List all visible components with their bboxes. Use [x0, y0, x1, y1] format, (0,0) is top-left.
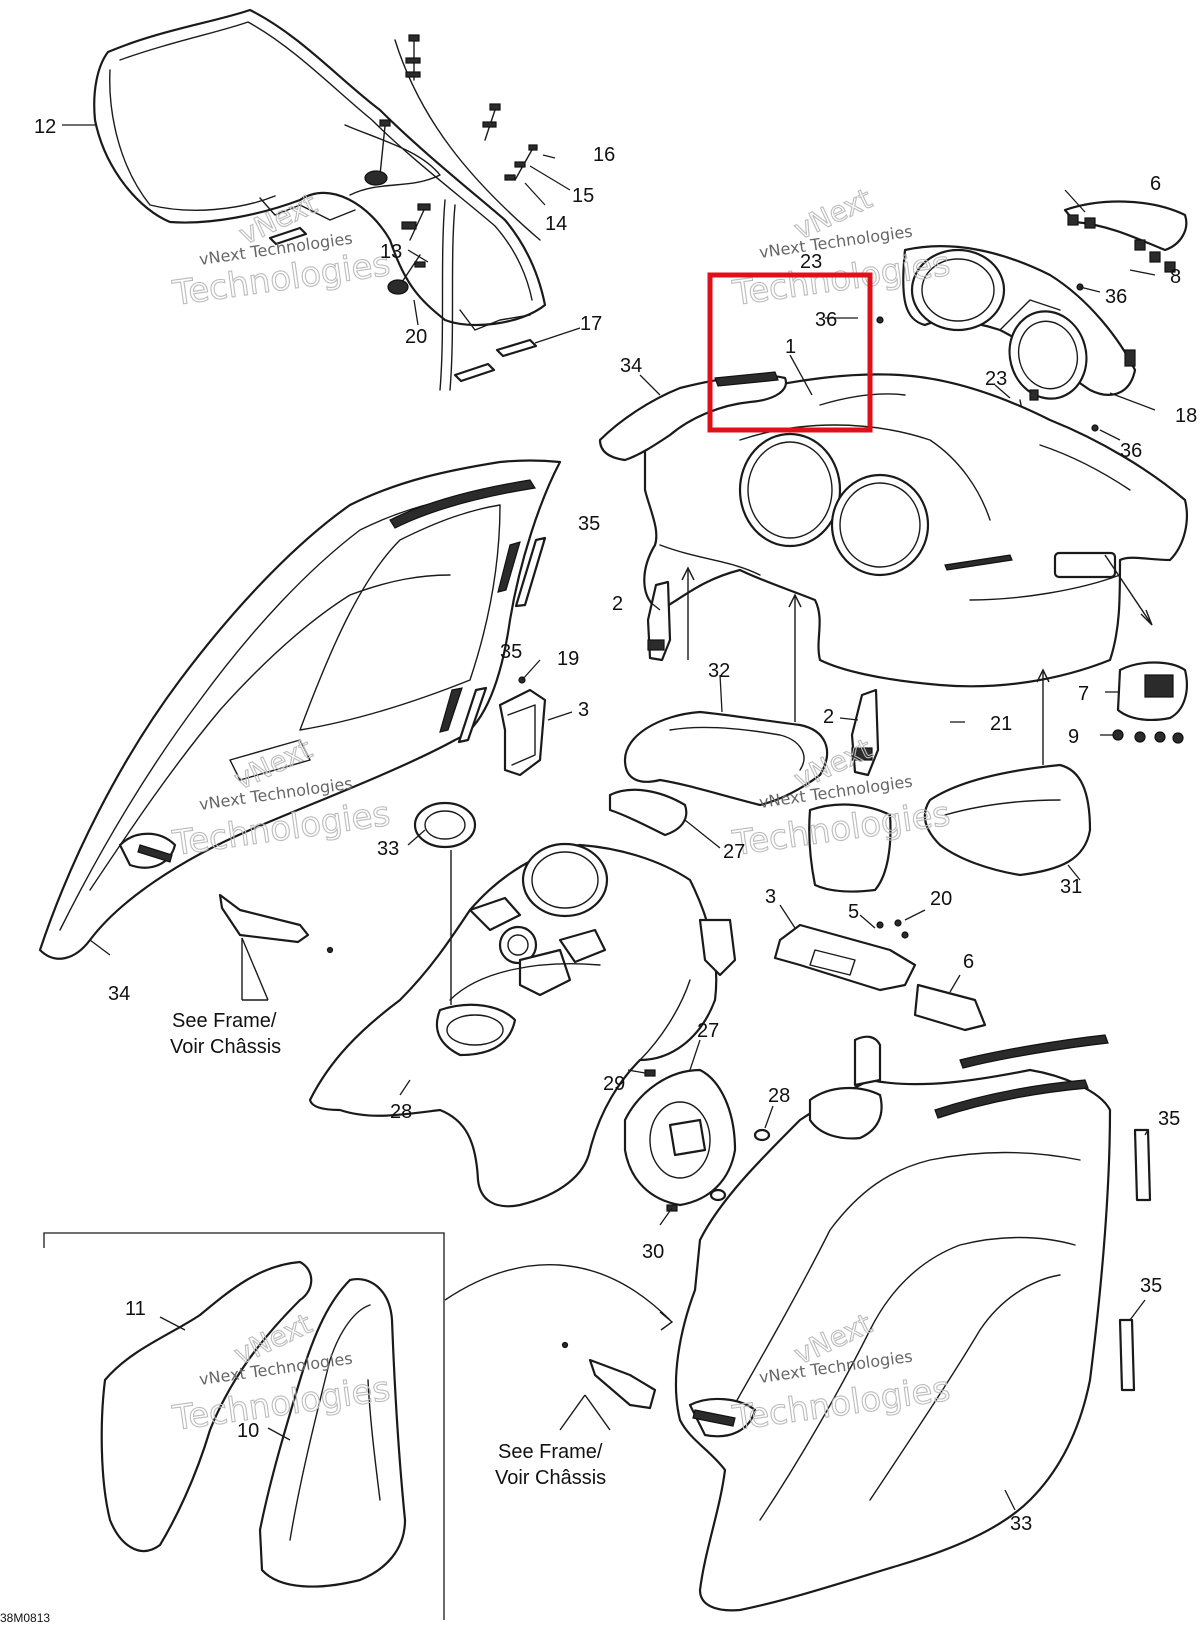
- callout-5[interactable]: 5: [848, 901, 859, 923]
- callout-27-bottom[interactable]: 30: [642, 1241, 664, 1263]
- callout-13[interactable]: 12: [34, 116, 56, 138]
- trim-part-31[interactable]: [598, 371, 788, 462]
- latch-part-2-left[interactable]: [646, 580, 672, 662]
- windshield-fasteners[interactable]: [364, 34, 538, 295]
- bolt-left[interactable]: [218, 893, 334, 954]
- upper-console-part-1[interactable]: [643, 373, 1188, 688]
- callout-35-c[interactable]: 35: [1158, 1108, 1180, 1130]
- latch-part-2-right[interactable]: [850, 688, 880, 777]
- callout-2-right[interactable]: 2: [823, 706, 834, 728]
- highlight-box-part-1: [707, 272, 873, 433]
- windshield-part-13[interactable]: [93, 8, 547, 391]
- callout-12[interactable]: 11: [125, 1298, 146, 1320]
- storage-bin-part-29[interactable]: [623, 710, 829, 807]
- callout-27-top[interactable]: 29: [603, 1073, 625, 1095]
- callout-30[interactable]: 31: [1060, 876, 1082, 898]
- ring-part-32[interactable]: [413, 801, 477, 849]
- inset-frame: [43, 1232, 445, 1620]
- callout-19[interactable]: 18: [1175, 405, 1197, 427]
- callout-36-c[interactable]: 36: [1120, 440, 1142, 462]
- drawing-code: 38M0813: [0, 1611, 50, 1625]
- side-panel-part-34[interactable]: [38, 459, 562, 960]
- bolt-bottom[interactable]: [561, 1341, 657, 1410]
- callout-7[interactable]: 6: [1150, 173, 1161, 195]
- callout-4[interactable]: 3: [578, 699, 589, 721]
- callout-labels: 12 16 15 14 13 20 17 34 23 36 1 6 8 36 2…: [34, 116, 1197, 1535]
- callout-22[interactable]: 20: [405, 326, 427, 348]
- side-panel-part-33[interactable]: [674, 1034, 1112, 1612]
- callout-32[interactable]: 33: [377, 838, 399, 860]
- callout-29[interactable]: 32: [708, 660, 730, 682]
- callout-15[interactable]: 14: [545, 213, 567, 235]
- callout-18[interactable]: 17: [580, 313, 602, 335]
- note-left-line2: Voir Châssis: [170, 1036, 281, 1058]
- callout-26[interactable]: 28: [768, 1085, 790, 1107]
- callout-24[interactable]: 27: [723, 841, 745, 863]
- callout-16[interactable]: 15: [572, 185, 594, 207]
- callout-36-a[interactable]: 36: [815, 309, 837, 331]
- callout-6[interactable]: 6: [963, 951, 974, 973]
- callout-10[interactable]: 9: [1068, 726, 1079, 748]
- callout-23-right[interactable]: 23: [985, 368, 1007, 390]
- note-bottom-line1: See Frame/: [498, 1441, 603, 1463]
- callout-35-b[interactable]: 35: [500, 641, 522, 663]
- bracket-part-4[interactable]: [498, 676, 547, 777]
- center-console-part-28[interactable]: [308, 842, 737, 1208]
- bracket-part-3[interactable]: [773, 923, 917, 992]
- callout-14[interactable]: 13: [380, 241, 402, 263]
- box-part-30-center[interactable]: [808, 803, 892, 893]
- note-bottom-line2: Voir Châssis: [495, 1467, 606, 1489]
- screws-part-5-20[interactable]: [876, 919, 909, 939]
- part-8[interactable]: [1116, 661, 1188, 721]
- callout-2-left[interactable]: 2: [612, 593, 623, 615]
- callout-34[interactable]: 34: [108, 983, 130, 1005]
- gauge-housing-part-19[interactable]: [902, 245, 1137, 407]
- cover-part-7[interactable]: [1063, 200, 1188, 273]
- cover-part-24[interactable]: [608, 788, 688, 837]
- mechanism-part-25[interactable]: [623, 1068, 771, 1212]
- callout-8[interactable]: 7: [1078, 683, 1089, 705]
- callout-33[interactable]: 33: [1010, 1513, 1032, 1535]
- leader-lines: [62, 124, 1156, 1511]
- callout-20-a[interactable]: 19: [557, 648, 579, 670]
- callout-36-b[interactable]: 36: [1105, 286, 1127, 308]
- callout-28[interactable]: 28: [390, 1101, 412, 1123]
- clips-part-10[interactable]: [1112, 729, 1184, 744]
- strip-part-35-upper[interactable]: [439, 536, 547, 744]
- callout-17[interactable]: 16: [593, 144, 615, 166]
- callout-25-26[interactable]: 27: [697, 1020, 719, 1042]
- note-left-line1: See Frame/: [172, 1010, 277, 1032]
- panel-part-12[interactable]: [100, 1260, 313, 1552]
- callout-9[interactable]: 8: [1170, 266, 1181, 288]
- callout-11[interactable]: 10: [237, 1420, 259, 1442]
- see-frame-notes: See Frame/ Voir Châssis See Frame/ Voir …: [0, 1010, 606, 1625]
- callout-21[interactable]: 21: [990, 713, 1012, 735]
- callout-1[interactable]: 1: [785, 336, 796, 358]
- callout-20-b[interactable]: 20: [930, 888, 952, 910]
- callout-31[interactable]: 34: [620, 355, 642, 377]
- callout-23-top[interactable]: 23: [800, 251, 822, 273]
- panel-part-11[interactable]: [258, 1277, 407, 1588]
- assembly-arrows: [241, 554, 1153, 1431]
- plate-part-6[interactable]: [913, 983, 987, 1032]
- strip-part-35-lower[interactable]: [1118, 1128, 1152, 1392]
- callout-35-a[interactable]: 35: [578, 513, 600, 535]
- cover-part-30[interactable]: [923, 763, 1092, 877]
- callout-35-d[interactable]: 35: [1140, 1275, 1162, 1297]
- strip-part-18[interactable]: [268, 226, 538, 383]
- callout-3[interactable]: 3: [765, 886, 776, 908]
